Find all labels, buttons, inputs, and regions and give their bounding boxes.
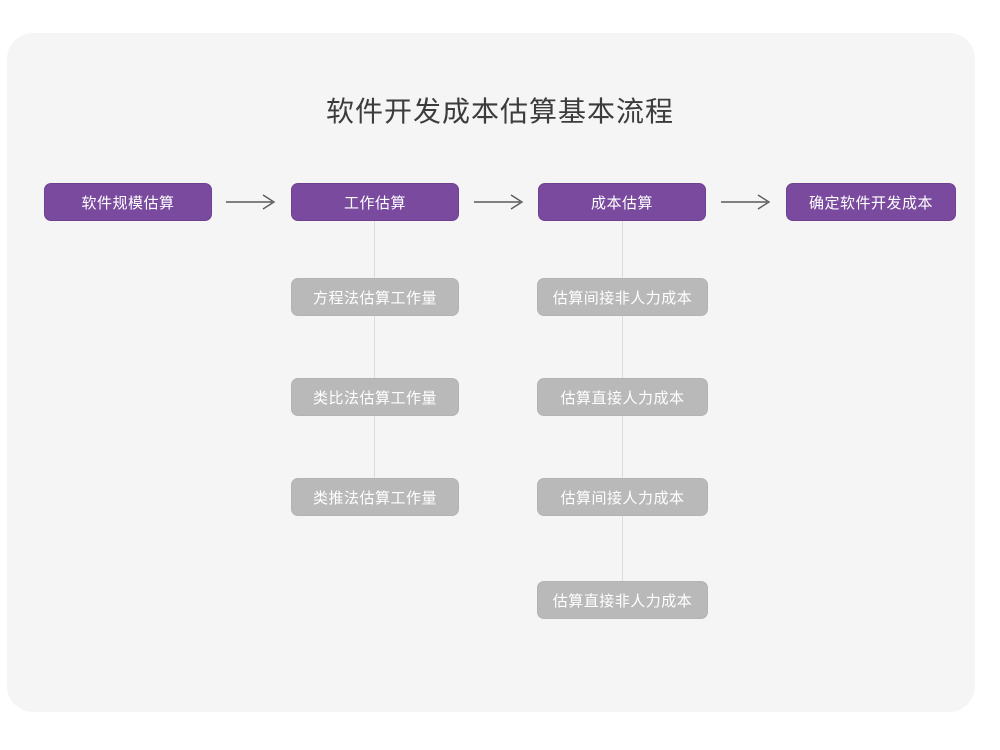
branch-node-label: 类比法估算工作量 bbox=[312, 389, 437, 407]
branch-node-label: 估算间接非人力成本 bbox=[552, 289, 693, 307]
arrow-right-icon-3 bbox=[719, 192, 775, 212]
branch-node-label: 估算直接非人力成本 bbox=[552, 592, 693, 610]
flow-node-label: 软件规模估算 bbox=[81, 194, 175, 212]
diagram-card bbox=[7, 33, 975, 712]
flow-node-software-scale-estimation[interactable]: 软件规模估算 bbox=[44, 183, 212, 221]
flow-node-label: 成本估算 bbox=[590, 194, 653, 212]
flow-node-determine-development-cost[interactable]: 确定软件开发成本 bbox=[786, 183, 956, 221]
branch-node-label: 方程法估算工作量 bbox=[312, 289, 437, 307]
flow-node-label: 工作估算 bbox=[343, 194, 406, 212]
page-title: 软件开发成本估算基本流程 bbox=[325, 96, 674, 127]
arrow-right-icon-1 bbox=[224, 192, 280, 212]
branch-node-equation-method-workload[interactable]: 方程法估算工作量 bbox=[291, 278, 459, 316]
branch-node-label: 估算间接人力成本 bbox=[560, 489, 685, 507]
branch-node-indirect-non-labor-cost[interactable]: 估算间接非人力成本 bbox=[537, 278, 708, 316]
arrow-right-icon-2 bbox=[472, 192, 528, 212]
branch-node-direct-non-labor-cost[interactable]: 估算直接非人力成本 bbox=[537, 581, 708, 619]
branch-node-analogy-method-workload[interactable]: 类比法估算工作量 bbox=[291, 378, 459, 416]
flow-node-work-estimation[interactable]: 工作估算 bbox=[291, 183, 459, 221]
connector-line-work-column bbox=[374, 221, 375, 479]
branch-node-direct-labor-cost[interactable]: 估算直接人力成本 bbox=[537, 378, 708, 416]
branch-node-label: 类推法估算工作量 bbox=[312, 489, 437, 507]
flow-node-cost-estimation[interactable]: 成本估算 bbox=[538, 183, 706, 221]
branch-node-label: 估算直接人力成本 bbox=[560, 389, 685, 407]
branch-node-indirect-labor-cost[interactable]: 估算间接人力成本 bbox=[537, 478, 708, 516]
branch-node-extrapolation-method-workload[interactable]: 类推法估算工作量 bbox=[291, 478, 459, 516]
flow-node-label: 确定软件开发成本 bbox=[808, 194, 933, 212]
